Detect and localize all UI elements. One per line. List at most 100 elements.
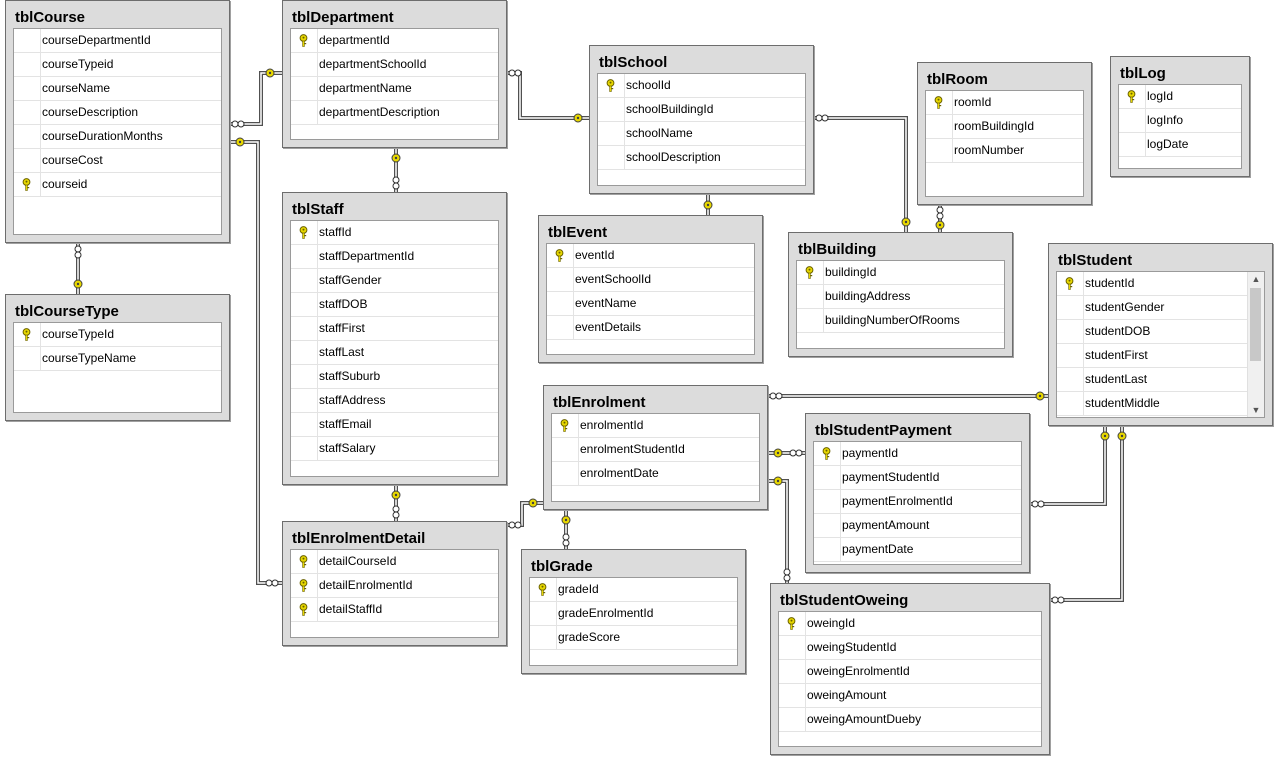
column-row[interactable]: roomId [926,91,1083,115]
column-row[interactable]: gradeScore [530,626,737,650]
column-row[interactable]: staffFirst [291,317,498,341]
column-row[interactable]: logDate [1119,133,1241,157]
table-title[interactable]: tblCourseType [15,303,119,320]
column-row[interactable]: departmentSchoolId [291,53,498,77]
column-row[interactable]: gradeId [530,578,737,602]
table-title[interactable]: tblLog [1120,65,1166,82]
column-row[interactable]: logInfo [1119,109,1241,133]
table-title[interactable]: tblBuilding [798,241,877,258]
column-row[interactable]: logId [1119,85,1241,109]
column-row[interactable]: studentId [1057,272,1248,296]
column-row[interactable]: courseName [14,77,221,101]
column-row[interactable]: eventDetails [547,316,754,340]
column-row[interactable]: staffId [291,221,498,245]
column-row[interactable]: staffEmail [291,413,498,437]
column-row[interactable]: courseDurationMonths [14,125,221,149]
column-row[interactable]: staffSalary [291,437,498,461]
table-title[interactable]: tblEnrolment [553,394,646,411]
column-row[interactable]: eventName [547,292,754,316]
table-title[interactable]: tblCourse [15,9,86,26]
column-row[interactable]: roomBuildingId [926,115,1083,139]
table-title[interactable]: tblEnrolmentDetail [292,530,426,547]
column-row[interactable]: courseTypeName [14,347,221,371]
column-row[interactable]: staffAddress [291,389,498,413]
column-row[interactable]: departmentId [291,29,498,53]
column-row[interactable]: courseTypeid [14,53,221,77]
column-row[interactable]: schoolBuildingId [598,98,805,122]
column-row[interactable]: oweingAmountDueby [779,708,1041,732]
column-row[interactable]: studentLast [1057,368,1248,392]
column-row[interactable]: eventId [547,244,754,268]
column-row[interactable]: detailCourseId [291,550,498,574]
table-title[interactable]: tblStudentOweing [780,592,909,609]
column-row[interactable]: paymentEnrolmentId [814,490,1021,514]
column-row[interactable]: schoolName [598,122,805,146]
table-title[interactable]: tblGrade [531,558,593,575]
column-row[interactable]: schoolId [598,74,805,98]
column-row[interactable]: roomNumber [926,139,1083,163]
column-row[interactable]: paymentId [814,442,1021,466]
column-row[interactable]: courseDepartmentId [14,29,221,53]
column-row[interactable]: oweingAmount [779,684,1041,708]
column-row[interactable]: studentFirst [1057,344,1248,368]
column-row[interactable]: courseDescription [14,101,221,125]
column-row[interactable]: enrolmentDate [552,462,759,486]
scroll-down-icon[interactable]: ▼ [1251,405,1261,415]
column-row[interactable]: staffDOB [291,293,498,317]
column-row[interactable]: enrolmentStudentId [552,438,759,462]
column-row[interactable]: courseCost [14,149,221,173]
column-row[interactable]: staffSuburb [291,365,498,389]
column-row[interactable]: eventSchoolId [547,268,754,292]
table-title[interactable]: tblRoom [927,71,988,88]
table-title[interactable]: tblDepartment [292,9,394,26]
table-title[interactable]: tblEvent [548,224,608,241]
column-row[interactable]: oweingStudentId [779,636,1041,660]
table-title[interactable]: tblStaff [292,201,344,218]
column-row[interactable]: staffGender [291,269,498,293]
column-row[interactable]: studentMiddle [1057,392,1248,416]
column-row[interactable]: buildingId [797,261,1004,285]
column-row[interactable]: paymentStudentId [814,466,1021,490]
column-row[interactable]: staffLast [291,341,498,365]
column-row[interactable]: courseTypeId [14,323,221,347]
column-row[interactable]: paymentDate [814,538,1021,562]
column-row[interactable]: departmentName [291,77,498,101]
column-row[interactable]: studentDOB [1057,320,1248,344]
column-row[interactable]: paymentAmount [814,514,1021,538]
column-row[interactable]: buildingAddress [797,285,1004,309]
column-row[interactable]: detailStaffId [291,598,498,622]
column-row[interactable]: oweingEnrolmentId [779,660,1041,684]
column-row[interactable]: courseid [14,173,221,197]
column-row[interactable]: studentGender [1057,296,1248,320]
scroll-up-icon[interactable]: ▲ [1251,274,1261,284]
column-row[interactable]: departmentDescription [291,101,498,125]
column-row[interactable]: detailEnrolmentId [291,574,498,598]
column-row[interactable]: schoolDescription [598,146,805,170]
vertical-scrollbar[interactable]: ▲▼ [1247,272,1264,417]
table-title[interactable]: tblSchool [599,54,668,71]
column-row[interactable]: oweingId [779,612,1041,636]
column-row[interactable]: staffDepartmentId [291,245,498,269]
table-title[interactable]: tblStudent [1058,252,1133,269]
scroll-thumb[interactable] [1250,288,1261,361]
column-row[interactable]: buildingNumberOfRooms [797,309,1004,333]
column-row[interactable]: gradeEnrolmentId [530,602,737,626]
column-row[interactable]: enrolmentId [552,414,759,438]
table-title[interactable]: tblStudentPayment [815,422,952,439]
